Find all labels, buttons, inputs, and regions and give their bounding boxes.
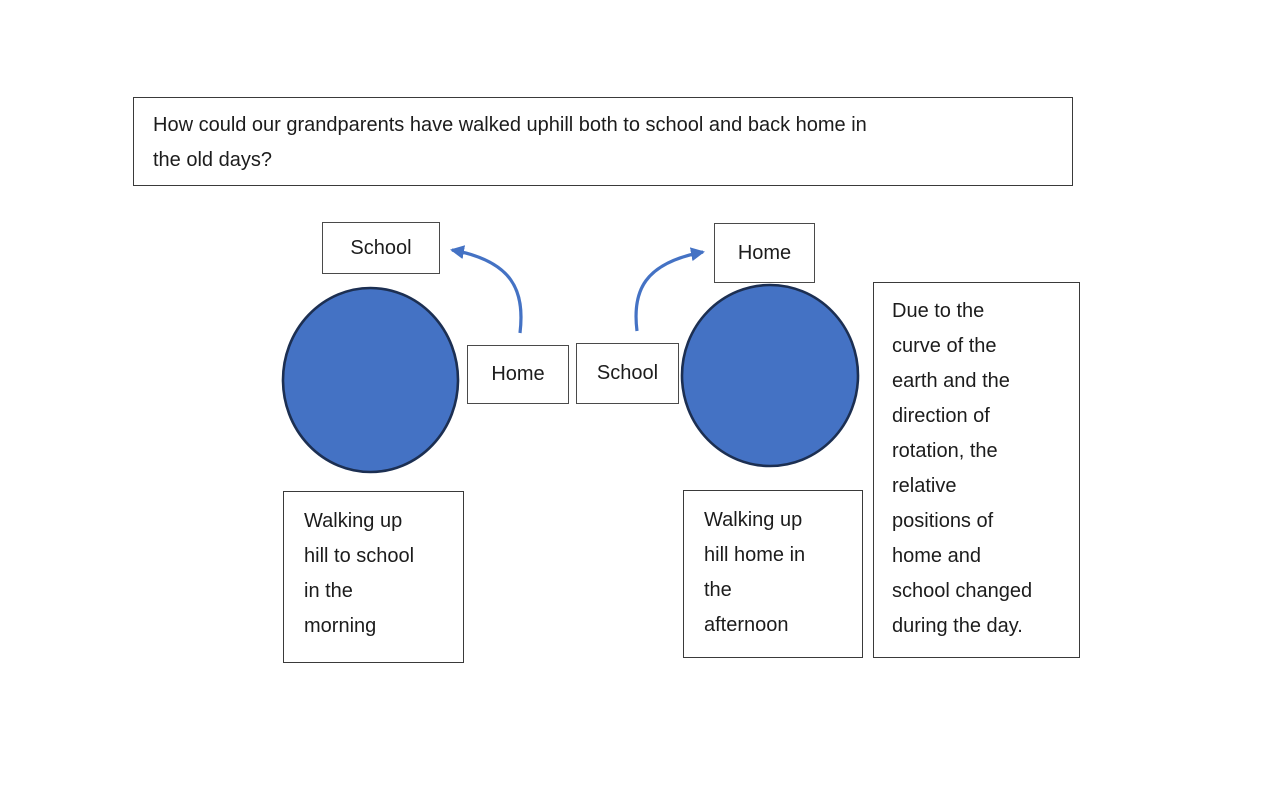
- caption-afternoon-box: Walking up hill home in the afternoon: [683, 490, 863, 658]
- label-school-afternoon-text: School: [596, 362, 659, 384]
- label-school-morning-text: School: [350, 236, 412, 259]
- earth-circle-afternoon-icon: [680, 283, 860, 468]
- caption-afternoon-text: Walking up hill home in the afternoon: [704, 509, 806, 636]
- explanation-text: Due to the curve of the earth and the di…: [892, 300, 1033, 637]
- label-home-morning: Home: [467, 345, 569, 404]
- caption-morning-box: Walking up hill to school in the morning: [283, 491, 464, 663]
- question-text: How could our grandparents have walked u…: [153, 114, 867, 171]
- label-home-morning-text: Home: [491, 363, 545, 385]
- label-home-afternoon-text: Home: [737, 241, 792, 264]
- label-home-afternoon: Home: [714, 223, 815, 283]
- label-school-afternoon: School: [576, 343, 679, 404]
- earth-circle-morning-icon: [281, 286, 460, 474]
- question-box: How could our grandparents have walked u…: [133, 97, 1073, 186]
- label-school-morning: School: [322, 222, 440, 274]
- explanation-box: Due to the curve of the earth and the di…: [873, 282, 1080, 658]
- curved-arrow-morning-icon: [450, 245, 523, 334]
- curved-arrow-afternoon-icon: [634, 247, 705, 332]
- caption-morning-text: Walking up hill to school in the morning: [304, 510, 415, 637]
